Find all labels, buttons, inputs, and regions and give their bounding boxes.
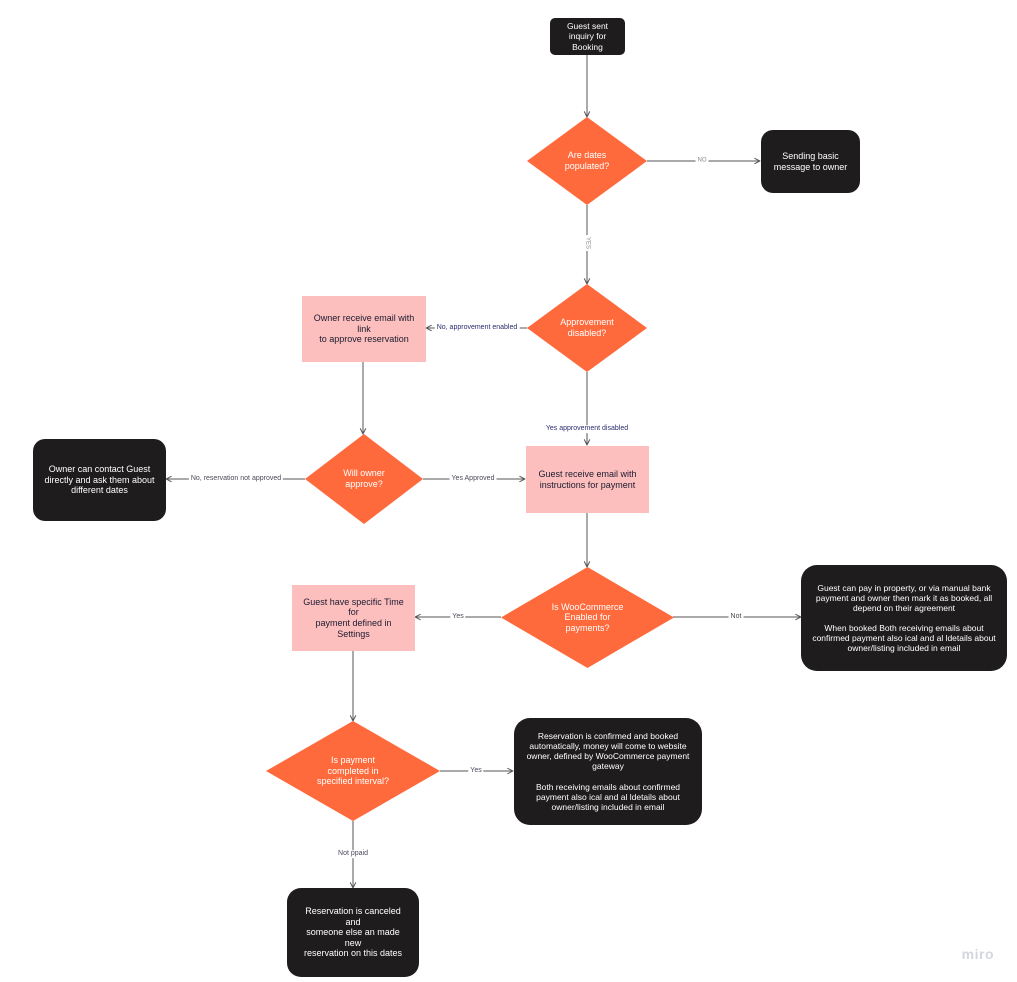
edge-label-woo-not: Not: [728, 613, 744, 621]
miro-logo: miro: [961, 946, 994, 962]
decision-label: Are dates populated?: [564, 150, 610, 171]
decision-label: Is WooCommerce Enabled for payments?: [551, 601, 624, 633]
edge-label-owner-yes: Yes Approved: [449, 475, 497, 483]
diamond-shape: [501, 567, 674, 668]
edge-label-woo-yes: Yes: [450, 613, 466, 621]
decision-payment-completed[interactable]: Is payment completed in specified interv…: [266, 721, 440, 821]
node-guest-specific-time[interactable]: Guest have specific Time for payment def…: [292, 585, 415, 651]
decision-label: Approvement disabled?: [560, 317, 614, 338]
diamond-shape: [527, 117, 647, 205]
node-guest-inquiry[interactable]: Guest sent inquiry for Booking: [550, 18, 625, 55]
node-guest-receive-email[interactable]: Guest receive email with instructions fo…: [526, 446, 649, 513]
edge-label-approvement-yes: Yes approvement disabled: [543, 425, 631, 433]
diamond-shape: [266, 721, 440, 821]
node-owner-receive-email[interactable]: Owner receive email with link to approve…: [302, 296, 426, 362]
edge-label-dates-no: NO: [695, 157, 709, 165]
node-owner-contact-guest[interactable]: Owner can contact Guest directly and ask…: [33, 439, 166, 521]
edge-label-payment-not: Not ppaid: [336, 850, 370, 858]
decision-approvement-disabled[interactable]: Approvement disabled?: [527, 284, 647, 372]
diamond-shape: [527, 284, 647, 372]
decision-dates-populated[interactable]: Are dates populated?: [527, 117, 647, 205]
decision-label: Will owner approve?: [343, 468, 385, 489]
node-guest-pay-property[interactable]: Guest can pay in property, or via manual…: [801, 565, 1007, 671]
decision-label: Is payment completed in specified interv…: [316, 755, 390, 787]
decision-will-owner-approve[interactable]: Will owner approve?: [305, 434, 423, 524]
decision-woocommerce-enabled[interactable]: Is WooCommerce Enabled for payments?: [501, 567, 674, 668]
diamond-shape: [305, 434, 423, 524]
node-reservation-canceled[interactable]: Reservation is canceled and someone else…: [287, 888, 419, 977]
edge-label-payment-yes: Yes: [468, 767, 484, 775]
node-reservation-confirmed[interactable]: Reservation is confirmed and booked auto…: [514, 718, 702, 825]
edge-label-owner-no: No, reservation not approved: [188, 475, 284, 483]
edge-label-approvement-no: No, approvement enabled: [434, 324, 520, 332]
node-basic-message[interactable]: Sending basic message to owner: [761, 130, 860, 193]
edge-label-dates-yes: YES: [583, 234, 591, 252]
